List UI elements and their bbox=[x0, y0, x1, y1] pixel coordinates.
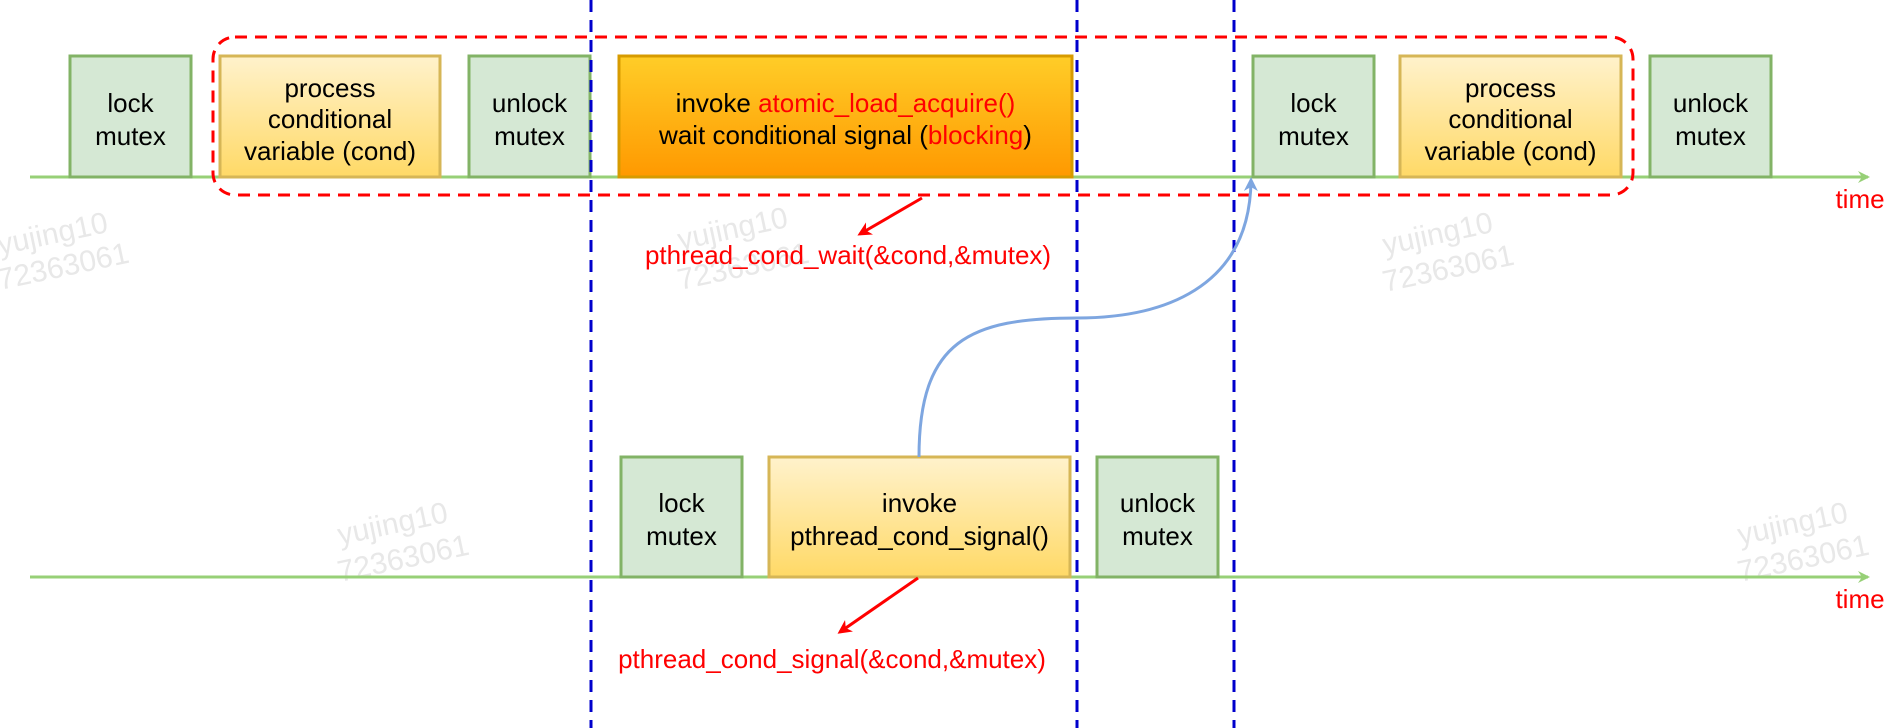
top-time-axis-label: time bbox=[1835, 184, 1884, 214]
box-label-line: pthread_cond_signal() bbox=[790, 521, 1049, 551]
wait-line1-prefix: invoke bbox=[676, 88, 758, 118]
top-lock-mutex-box: lock mutex bbox=[68, 54, 193, 179]
box-label-line: mutex bbox=[1278, 121, 1349, 151]
wait-box-line-1: invoke atomic_load_acquire() bbox=[676, 88, 1016, 118]
top-process-cond-box: process conditional variable (cond) bbox=[218, 54, 442, 179]
wait-line2-highlight: blocking bbox=[928, 120, 1023, 150]
box-label-line: unlock bbox=[1673, 88, 1749, 118]
top-lock-mutex-box-2: lock mutex bbox=[1251, 54, 1376, 179]
box-label-line: lock bbox=[107, 88, 154, 118]
bottom-time-axis-label: time bbox=[1835, 584, 1884, 614]
box-label-line: process bbox=[284, 73, 375, 103]
wait-call-arrow bbox=[857, 196, 923, 236]
signal-wakeup-arrow bbox=[917, 177, 1258, 458]
top-unlock-mutex-box: unlock mutex bbox=[467, 54, 592, 179]
wait-call-label: pthread_cond_wait(&cond,&mutex) bbox=[645, 240, 1051, 270]
box-label-line: mutex bbox=[646, 521, 717, 551]
box-label-line: invoke bbox=[882, 488, 957, 518]
box-label-line: conditional bbox=[1448, 104, 1572, 134]
top-wait-blocking-box: invoke atomic_load_acquire() wait condit… bbox=[617, 54, 1074, 179]
top-unlock-mutex-box-2: unlock mutex bbox=[1648, 54, 1773, 179]
box-label-line: lock bbox=[658, 488, 705, 518]
critical-section-highlight bbox=[211, 35, 1635, 197]
signal-call-label: pthread_cond_signal(&cond,&mutex) bbox=[618, 644, 1046, 674]
bottom-lock-mutex-box: lock mutex bbox=[619, 455, 744, 579]
box-label-line: variable (cond) bbox=[1425, 136, 1597, 166]
wait-line1-highlight: atomic_load_acquire() bbox=[758, 88, 1015, 118]
box-label-line: unlock bbox=[492, 88, 568, 118]
box-label-line: unlock bbox=[1120, 488, 1196, 518]
box-label-line: variable (cond) bbox=[244, 136, 416, 166]
box-label-line: mutex bbox=[95, 121, 166, 151]
wait-line2-prefix: wait conditional signal ( bbox=[658, 120, 928, 150]
box-label-line: mutex bbox=[494, 121, 565, 151]
box-label-line: lock bbox=[1290, 88, 1337, 118]
wait-line2-suffix: ) bbox=[1023, 120, 1032, 150]
box-label-line: mutex bbox=[1675, 121, 1746, 151]
wait-box-line-2: wait conditional signal (blocking) bbox=[658, 120, 1032, 150]
bottom-unlock-mutex-box: unlock mutex bbox=[1095, 455, 1220, 579]
signal-call-arrow bbox=[837, 576, 919, 634]
box-label-line: conditional bbox=[268, 104, 392, 134]
bottom-signal-box: invoke pthread_cond_signal() bbox=[767, 455, 1072, 579]
top-process-cond-box-2: process conditional variable (cond) bbox=[1398, 54, 1623, 179]
box-label-line: process bbox=[1465, 73, 1556, 103]
box-label-line: mutex bbox=[1122, 521, 1193, 551]
